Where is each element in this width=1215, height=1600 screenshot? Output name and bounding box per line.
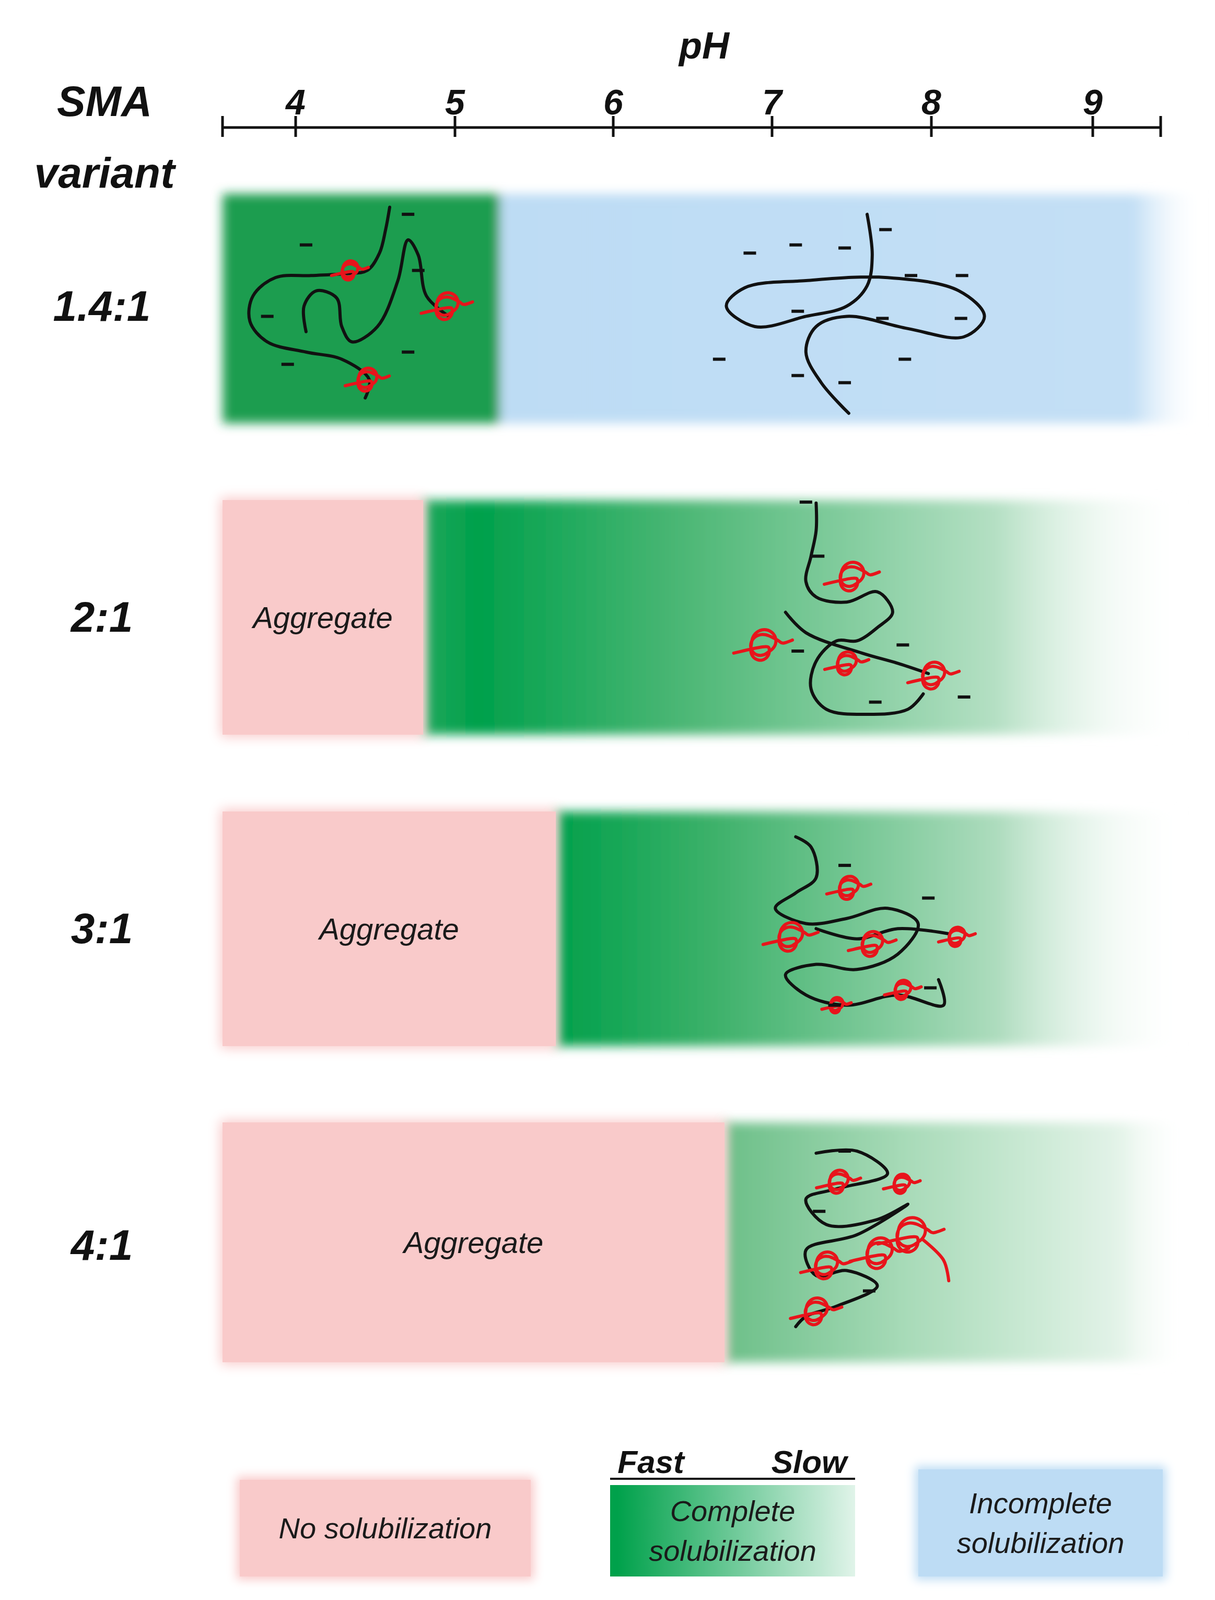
row-axis-title: SMA variant [5,65,204,209]
charge-mark [838,863,851,867]
polymer-backbone [805,503,924,715]
ph-band [222,193,500,424]
tick-label: 4 [285,82,306,122]
charge-mark [401,350,415,354]
charge-mark [791,649,804,653]
charge-mark [743,251,756,255]
axis-title: pH [679,25,730,67]
styrene-coil [733,629,793,661]
band-label: Aggregate [403,1224,544,1260]
charge-mark [896,643,909,647]
charge-mark [789,243,802,247]
charge-mark [869,700,882,704]
charge-mark [898,357,911,361]
axis-tick [1159,115,1163,137]
charge-mark [904,273,918,277]
legend-swatch: Incomplete solubilization [918,1468,1163,1576]
tick-label: 9 [1082,82,1103,122]
charge-mark [299,243,313,247]
charge-mark [838,1149,851,1153]
styrene-coil [824,562,880,591]
charge-mark [812,1209,826,1213]
styrene-coil [800,1251,852,1279]
charge-mark [791,309,804,313]
band-label: Aggregate [252,599,393,635]
charge-mark [958,695,971,699]
tick-label: 6 [603,82,624,122]
styrene-coil [331,260,369,280]
rate-label: Fast [617,1443,684,1480]
sma-polymer [713,214,985,414]
charge-mark [924,985,937,989]
styrene-coil [826,875,871,899]
axis-tick [221,115,225,137]
charge-mark [799,500,813,504]
polymer-backbone [303,239,450,343]
row-label: 1.4:1 [53,282,151,330]
ph-band [555,811,1189,1046]
sma-polymer [790,1149,949,1327]
charge-mark [862,1289,876,1293]
charge-mark [838,380,851,384]
styrene-coil [824,651,869,675]
solubilization-bands [222,193,1204,1362]
rate-label: Slow [771,1443,848,1480]
styrene-coil [790,1297,842,1325]
ph-band [423,499,1189,735]
charge-mark [401,212,415,216]
charge-mark [828,1003,841,1007]
ph-axis [222,115,1161,137]
styrene-coil [923,1239,949,1281]
aggregate-band: Aggregate [222,1122,725,1362]
charge-mark [713,357,726,361]
ph-band [724,1122,1189,1362]
legend-swatch: No solubilization [239,1479,531,1576]
styrene-coil [763,921,819,951]
row-label: 4:1 [71,1221,134,1269]
charge-mark [838,246,851,250]
legend-text: Incomplete solubilization [930,1482,1151,1562]
axis-line [222,126,1161,130]
polymer-backbone [726,214,985,414]
charge-mark [261,314,274,318]
charge-mark [955,273,969,277]
styrene-coil [345,368,390,392]
charge-mark [791,374,804,378]
polymer-backbone [775,836,945,1006]
charge-mark [954,316,968,320]
styrene-coil [816,1170,861,1194]
tick-label: 5 [445,82,465,122]
styrene-coil [883,1173,920,1194]
legend-text: Complete solubilization [622,1490,843,1570]
styrene-coil [848,931,896,957]
polymer-backbone [248,206,390,398]
row-label: 2:1 [71,593,134,641]
tick-label: 8 [921,82,942,122]
tick-label: 7 [762,82,782,122]
row-label: 3:1 [71,904,134,952]
ph-band [499,193,1204,424]
charge-mark [875,316,889,320]
styrene-coil [907,661,960,689]
styrene-coil [878,1217,945,1252]
charge-mark [921,896,935,900]
charge-mark [281,362,295,366]
band-label: Aggregate [319,910,460,946]
sma-polymer [763,836,976,1013]
charge-mark [412,269,425,273]
sma-polymer [248,206,473,398]
legend-swatch: Complete solubilization [610,1484,856,1576]
aggregate-band: Aggregate [222,811,556,1046]
legend-text: No solubilization [278,1508,493,1548]
styrene-coil [821,997,851,1013]
styrene-coil [884,979,921,1000]
styrene-coil [421,292,473,320]
sma-polymer [733,500,971,715]
styrene-coil [938,927,976,947]
charge-mark [811,554,825,558]
aggregate-band: Aggregate [222,499,424,735]
charge-mark [879,227,892,231]
